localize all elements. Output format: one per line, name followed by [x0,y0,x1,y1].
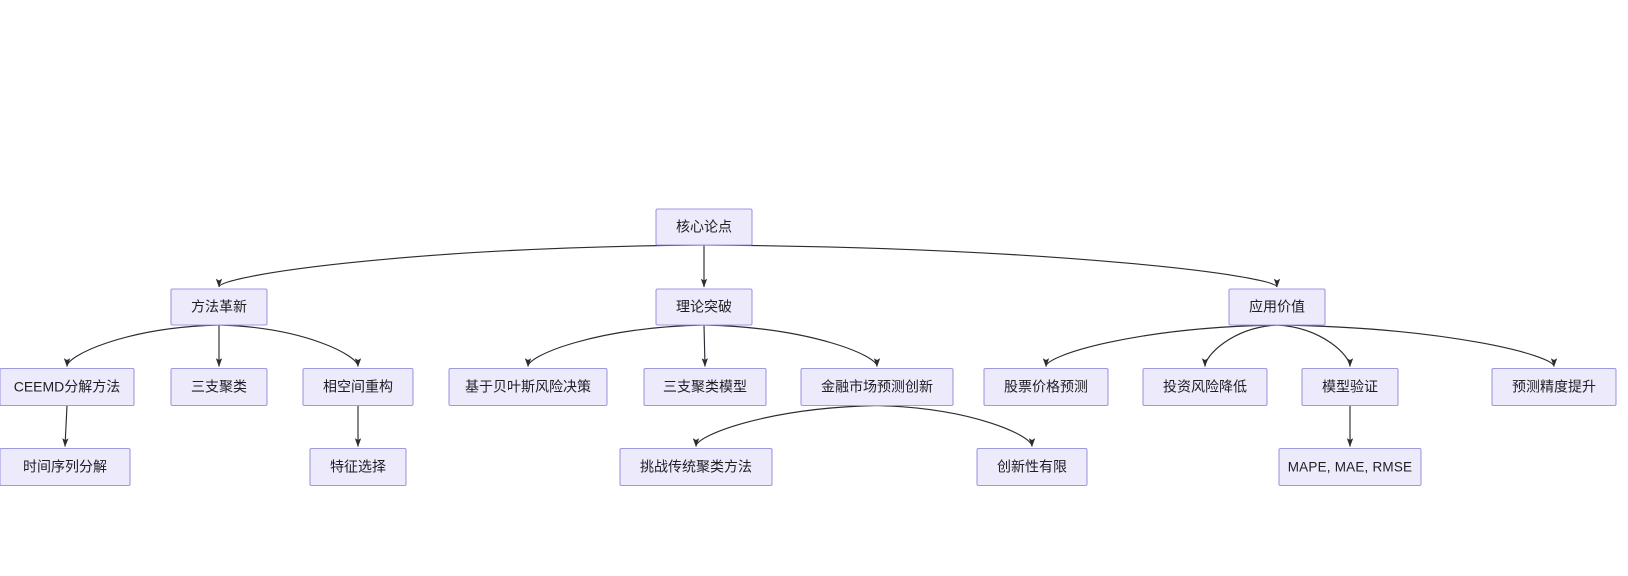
edge-b3-to-c8 [1201,324,1278,367]
edge-b1-to-c3 [218,324,362,367]
node-label-b3: 应用价值 [1249,299,1305,315]
node-d1[interactable]: 时间序列分解 [0,447,131,487]
node-label-b2: 理论突破 [676,299,732,315]
node-b2[interactable]: 理论突破 [655,288,753,326]
node-label-c1: CEEMD分解方法 [14,379,121,395]
node-box-b3[interactable] [1228,288,1326,326]
node-label-c7: 股票价格预测 [1004,379,1088,395]
node-box-b1[interactable] [170,288,268,326]
node-c1[interactable]: CEEMD分解方法 [0,367,135,407]
edge-c6-to-d4 [876,404,1036,447]
node-box-b2[interactable] [655,288,753,326]
node-box-d5[interactable] [1278,447,1422,487]
node-c4[interactable]: 基于贝叶斯风险决策 [448,367,608,407]
node-d5[interactable]: MAPE, MAE, RMSE [1278,447,1422,487]
node-d2[interactable]: 特征选择 [309,447,407,487]
edge-c6-to-d3 [692,404,878,447]
node-box-c5[interactable] [643,367,767,407]
node-box-c4[interactable] [448,367,608,407]
edge-b2-to-c4 [524,324,705,367]
node-root[interactable]: 核心论点 [655,208,753,246]
node-c6[interactable]: 金融市场预测创新 [800,367,954,407]
node-label-c9: 模型验证 [1322,379,1378,395]
node-box-c2[interactable] [170,367,268,407]
node-label-c10: 预测精度提升 [1512,379,1596,395]
node-label-d2: 特征选择 [330,459,386,475]
node-box-c1[interactable] [0,367,135,407]
node-box-c9[interactable] [1301,367,1399,407]
node-label-c2: 三支聚类 [191,379,247,395]
node-label-d1: 时间序列分解 [23,459,107,475]
node-c10[interactable]: 预测精度提升 [1491,367,1617,407]
edge-root-to-b1 [215,244,705,288]
node-box-c3[interactable] [302,367,414,407]
edge-b3-to-c7 [1042,324,1278,367]
node-box-c6[interactable] [800,367,954,407]
node-box-c8[interactable] [1142,367,1268,407]
node-d3[interactable]: 挑战传统聚类方法 [619,447,773,487]
node-box-c10[interactable] [1491,367,1617,407]
edge-root-to-b3 [703,244,1280,288]
node-label-d3: 挑战传统聚类方法 [640,459,752,475]
edge-b1-to-c1 [63,324,220,367]
node-label-root: 核心论点 [676,219,732,235]
node-box-c7[interactable] [983,367,1109,407]
node-b1[interactable]: 方法革新 [170,288,268,326]
node-c3[interactable]: 相空间重构 [302,367,414,407]
edge-c1-to-d1 [62,405,69,447]
node-d4[interactable]: 创新性有限 [976,447,1088,487]
node-label-d4: 创新性有限 [997,459,1067,475]
node-box-d1[interactable] [0,447,131,487]
edge-b2-to-c5 [701,324,708,367]
node-label-c6: 金融市场预测创新 [821,379,933,395]
node-box-d2[interactable] [309,447,407,487]
node-box-d3[interactable] [619,447,773,487]
node-c8[interactable]: 投资风险降低 [1142,367,1268,407]
node-box-d4[interactable] [976,447,1088,487]
node-label-c5: 三支聚类模型 [663,379,747,395]
node-label-d5: MAPE, MAE, RMSE [1288,460,1413,475]
node-c9[interactable]: 模型验证 [1301,367,1399,407]
node-label-b1: 方法革新 [191,299,247,315]
edges-layer [62,244,1558,447]
edge-b3-to-c9 [1276,324,1354,367]
node-box-root[interactable] [655,208,753,246]
node-b3[interactable]: 应用价值 [1228,288,1326,326]
node-label-c8: 投资风险降低 [1163,379,1247,395]
edge-b2-to-c6 [703,324,881,367]
node-c7[interactable]: 股票价格预测 [983,367,1109,407]
edge-b3-to-c10 [1276,324,1558,367]
node-c2[interactable]: 三支聚类 [170,367,268,407]
node-label-c3: 相空间重构 [323,379,393,395]
node-label-c4: 基于贝叶斯风险决策 [465,379,591,395]
node-c5[interactable]: 三支聚类模型 [643,367,767,407]
